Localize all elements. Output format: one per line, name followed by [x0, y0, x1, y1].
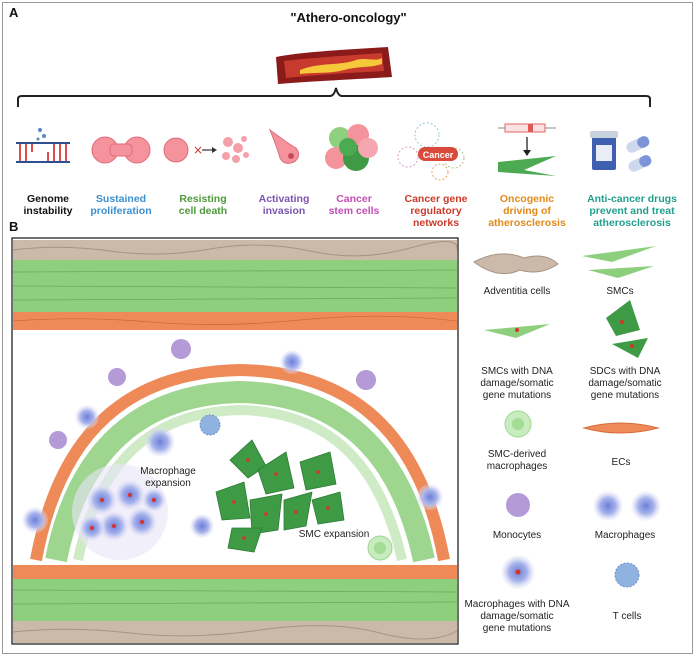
dividing-cell-icon [91, 136, 151, 164]
invasion-icon [268, 128, 300, 164]
macrophage-cluster [72, 464, 168, 560]
legend-label-tcells: T cells [612, 611, 642, 622]
hallmark-label-sustained-proliferation: Sustained proliferation [90, 193, 152, 217]
hallmark-label-resisting-cell-death: Resisting cell death [178, 193, 228, 217]
svg-text:×: × [193, 143, 203, 157]
tcell-in-lumen [199, 414, 221, 436]
apoptosis-icon: × [163, 136, 249, 163]
dna-icon [16, 128, 70, 163]
smc-expansion-label: SMC expansion [298, 529, 370, 540]
legend-label-smc-derived-macrophages: SMC-derived macrophages [486, 449, 548, 472]
brace [17, 87, 651, 107]
legend-label-macrophages: Macrophages [594, 530, 656, 541]
macrophages-in-lumen [22, 350, 443, 538]
legend-label-smcs: SMCs [606, 286, 634, 297]
monocytes-in-lumen [49, 339, 376, 449]
hallmark-label-oncogenic-driving: Oncogenic driving of atherosclerosis [488, 193, 566, 229]
legend-macrophages-icon [593, 491, 661, 521]
legend-macrophage-mutated-icon [501, 555, 535, 589]
legend-sdc-mutated-icon [606, 300, 648, 358]
panel-b-letter: B [9, 219, 19, 234]
gene-network-icon [397, 122, 465, 181]
vessel-wall-top [12, 240, 458, 330]
legend-label-monocytes: Monocytes [492, 530, 542, 541]
panel-a-letter: A [9, 5, 19, 20]
hallmark-label-genome-instability: Genome instability [23, 193, 73, 217]
cancer-badge: Cancer [422, 150, 454, 160]
hallmark-label-cancer-stem-cells: Cancer stem cells [328, 193, 380, 217]
smc-derived-macrophage-in-lumen [367, 535, 393, 561]
legend-label-sdc-mutated: SDCs with DNA damage/somatic gene mutati… [588, 366, 662, 401]
legend-label-adventitia: Adventitia cells [483, 286, 551, 297]
hallmark-label-activating-invasion: Activating invasion [258, 193, 310, 217]
legend-smc-icon [582, 246, 656, 278]
hallmark-label-cancer-gene-networks: Cancer gene regulatory networks [404, 193, 468, 229]
legend-tcell-icon [614, 562, 640, 588]
syringe-smc-icon [498, 123, 556, 176]
smc-cluster [215, 439, 345, 553]
vessel-wall-bottom [12, 565, 458, 643]
legend-smc-derived-macrophage-icon [504, 410, 532, 438]
artery-icon [276, 47, 392, 84]
hallmark-label-anti-cancer-drugs: Anti-cancer drugs prevent and treat athe… [587, 193, 677, 229]
legend-label-ecs: ECs [611, 457, 631, 468]
legend-label-macrophage-mutated: Macrophages with DNA damage/somatic gene… [464, 599, 570, 634]
legend-label-smc-mutated: SMCs with DNA damage/somatic gene mutati… [480, 366, 554, 401]
stem-cells-icon [325, 124, 378, 171]
legend-monocyte-icon [506, 493, 530, 517]
pill-bottle-icon [590, 131, 652, 172]
panel-a-title: "Athero-oncology" [290, 10, 407, 25]
legend-ec-icon [582, 422, 660, 434]
legend-adventitia-icon [473, 253, 559, 275]
legend-smc-mutated-icon [484, 324, 550, 338]
macrophage-expansion-label: Macrophage expansion [140, 466, 196, 489]
